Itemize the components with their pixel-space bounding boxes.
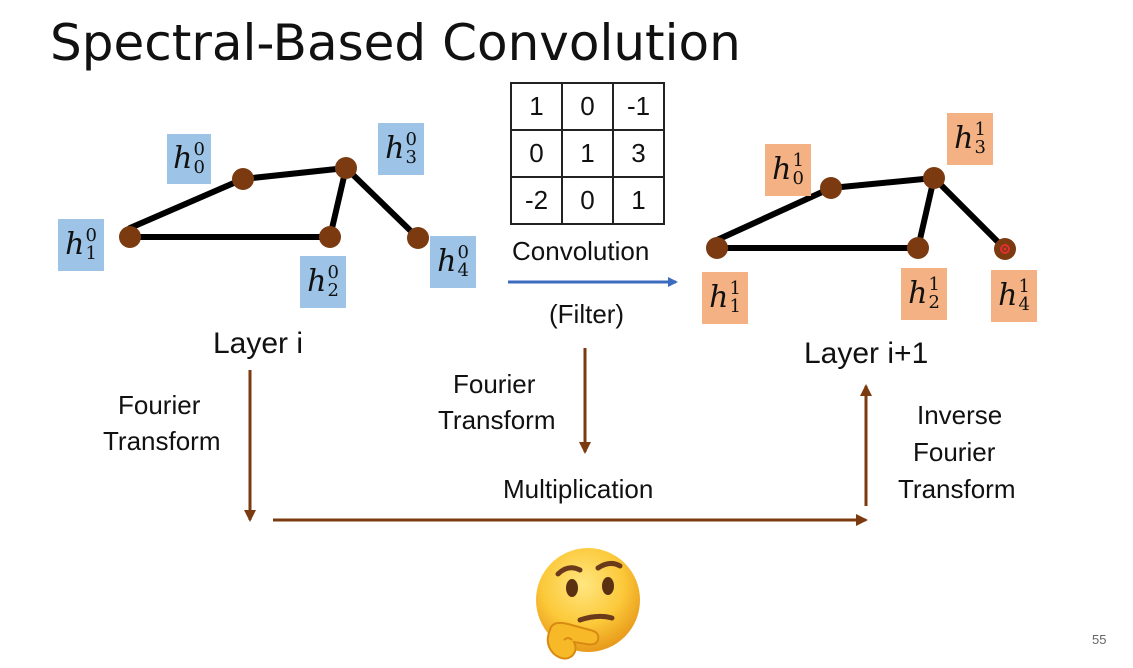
edge-out-3-2 (915, 175, 937, 251)
matrix-cell: 1 (612, 176, 665, 225)
fourier-mid-label-line2: Transform (438, 405, 556, 435)
convolution-label: Convolution (512, 236, 650, 266)
matrix-cell: 1 (561, 129, 614, 178)
multiplication-label: Multiplication (503, 474, 654, 504)
fourier-left-label-line2: Transform (103, 426, 221, 456)
edge-in-0-3 (240, 165, 349, 182)
inverse-label-line3: Transform (898, 474, 1016, 504)
page-number: 55 (1092, 632, 1107, 647)
edge-in-0-1 (127, 176, 246, 231)
edge-in-3-2 (327, 165, 349, 240)
node-in-1 (119, 226, 141, 248)
matrix-row: -2 0 1 (510, 176, 665, 225)
matrix-cell: 0 (561, 176, 614, 225)
filter-label: (Filter) (549, 299, 625, 329)
matrix-cell: 0 (510, 129, 563, 178)
fourier-mid-label-line1: Fourier (453, 369, 536, 399)
edge-out-3-4 (931, 175, 1008, 252)
highlight-dot-icon (1000, 244, 1010, 254)
node-out-0 (820, 177, 842, 199)
slide-title: Spectral-Based Convolution (50, 14, 741, 72)
matrix-cell: -2 (510, 176, 563, 225)
node-out-3 (923, 167, 945, 189)
matrix-cell: 0 (561, 82, 614, 131)
output-graph (714, 175, 1008, 252)
matrix-cell: 1 (510, 82, 563, 131)
input-nodes (119, 157, 429, 249)
node-in-2 (319, 226, 341, 248)
node-in-4 (407, 227, 429, 249)
edge-out-0-1 (714, 185, 834, 243)
layer-i1-caption: Layer i+1 (804, 337, 929, 370)
fourier-left-label-line1: Fourier (118, 390, 201, 420)
filter-matrix: 1 0 -1 0 1 3 -2 0 1 (510, 82, 665, 225)
node-in-0 (232, 168, 254, 190)
output-nodes (706, 167, 1016, 260)
input-graph (127, 165, 421, 241)
inverse-label-line2: Fourier (913, 437, 996, 467)
inverse-label-line1: Inverse (917, 400, 1003, 430)
matrix-row: 0 1 3 (510, 129, 665, 178)
node-in-3 (335, 157, 357, 179)
thinking-face-icon (536, 548, 640, 660)
node-out-1 (706, 237, 728, 259)
edge-out-0-3 (828, 175, 937, 191)
matrix-row: 1 0 -1 (510, 82, 665, 131)
layer-i-caption: Layer i (213, 327, 304, 360)
matrix-cell: 3 (612, 129, 665, 178)
matrix-cell: -1 (612, 82, 665, 131)
node-out-2 (907, 237, 929, 259)
edge-in-3-4 (343, 165, 421, 241)
